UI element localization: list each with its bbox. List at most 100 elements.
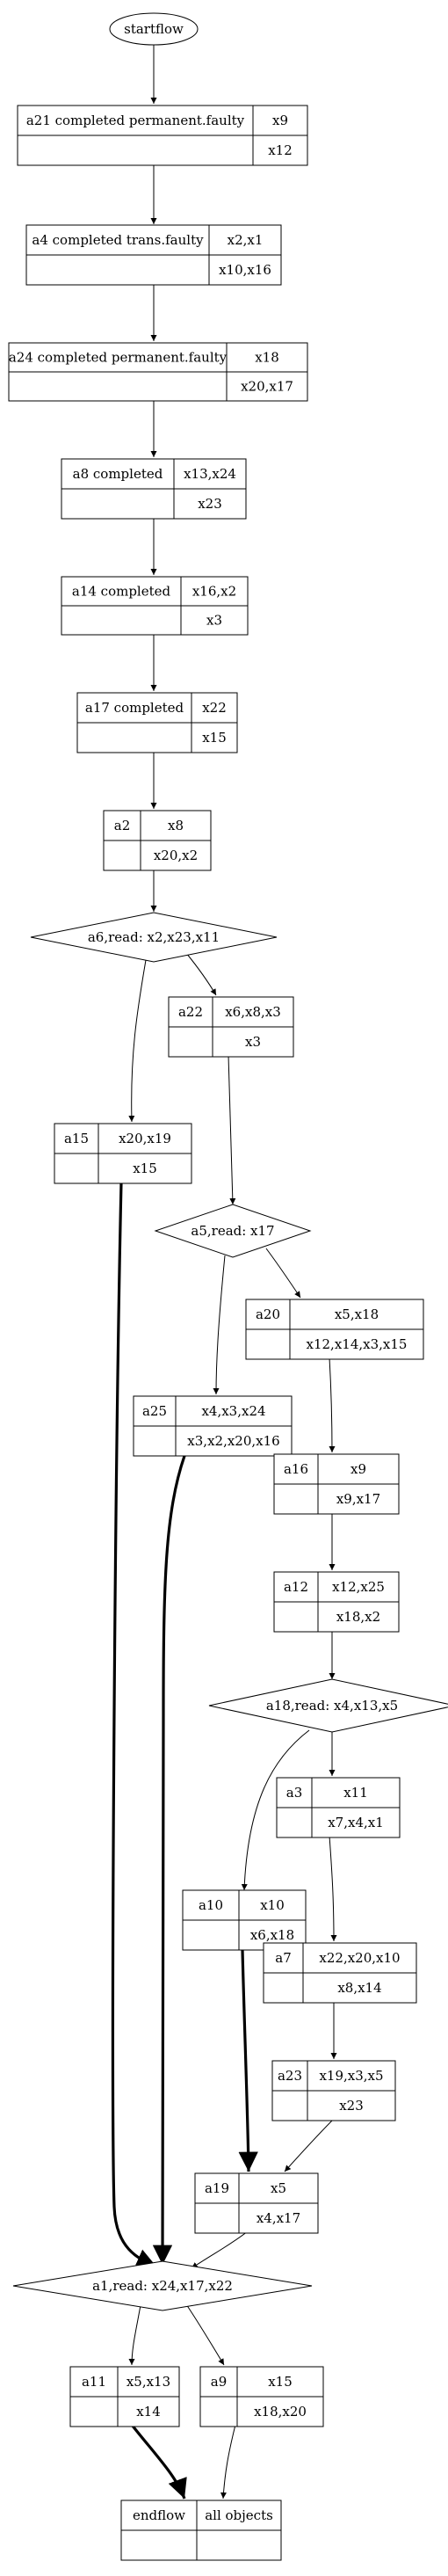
decision-node-a5: a5,read: x17 (154, 1204, 312, 1258)
edge-a11-end (130, 2424, 187, 2500)
task-top-a14: x16,x2 (192, 584, 236, 600)
task-top-a12: x12,x25 (332, 1579, 385, 1595)
task-bottom-a20: x12,x14,x3,x15 (307, 1336, 408, 1352)
task-top-a10: x10 (260, 1897, 285, 1913)
end-objects: all objects (205, 2507, 273, 2523)
task-top-a3: x11 (343, 1785, 368, 1801)
task-label-a15: a15 (64, 1131, 89, 1146)
edge-a20-a16 (329, 1357, 336, 1453)
task-node-a9: a9 x15 x18,x20 (199, 2366, 324, 2427)
task-label-a25: a25 (142, 1403, 167, 1419)
decision-node-a1: a1,read: x24,x17,x22 (12, 2260, 313, 2311)
task-bottom-a17: x15 (202, 730, 227, 746)
task-label-a3: a3 (286, 1785, 303, 1801)
task-top-a20: x5,x18 (335, 1306, 379, 1322)
task-bottom-a14: x3 (206, 613, 222, 629)
edge-a3-a7 (329, 1835, 337, 1942)
task-top-a24: x18 (255, 350, 279, 366)
edge-a6-a22 (185, 952, 217, 996)
task-node-a14: a14 completed x16,x2 x3 (61, 576, 249, 636)
edge-a6-a15 (128, 959, 147, 1123)
task-bottom-a8: x23 (198, 496, 222, 512)
task-label-a22: a22 (178, 1004, 203, 1020)
task-bottom-a7: x8,x14 (337, 1980, 381, 1996)
task-bottom-a22: x3 (245, 1034, 261, 1050)
edge-a9-end (220, 2424, 236, 2500)
task-label-a17: a17 completed (85, 700, 184, 716)
task-top-a15: x20,x19 (119, 1131, 171, 1146)
task-bottom-a21: x12 (268, 142, 293, 158)
edge-a1-a11 (128, 2304, 141, 2366)
task-label-a16: a16 (284, 1461, 308, 1477)
task-node-a7: a7 x22,x20,x10 x8,x14 (263, 1942, 417, 2004)
task-bottom-a15: x15 (133, 1161, 157, 1176)
task-top-a9: x15 (268, 2374, 293, 2390)
task-label-a4: a4 completed trans.faulty (32, 232, 204, 248)
task-node-a22: a22 x6,x8,x3 x3 (168, 996, 294, 1058)
task-bottom-a16: x9,x17 (336, 1491, 380, 1507)
task-label-a7: a7 (275, 1950, 292, 1966)
edge-a25-a1 (152, 1455, 186, 2266)
task-label-a23: a23 (278, 2068, 302, 2084)
edge-a5-a25 (213, 1255, 226, 1395)
task-top-a16: x9 (350, 1461, 366, 1477)
start-label: startflow (124, 21, 184, 37)
task-bottom-a19: x4,x17 (257, 2210, 300, 2226)
edge-a18-a10 (241, 1729, 310, 1891)
edge-a15-a1 (111, 1182, 157, 2268)
edge-a19-a1 (191, 2230, 249, 2269)
task-label-a9: a9 (211, 2374, 228, 2390)
task-top-a22: x6,x8,x3 (225, 1004, 281, 1020)
decision-label-a1: a1,read: x24,x17,x22 (92, 2278, 233, 2294)
edge-a22-a5 (228, 1054, 236, 1205)
edge-a5-a20 (265, 1248, 301, 1299)
end-name: endflow (133, 2507, 185, 2523)
task-top-a11: x5,x13 (126, 2374, 170, 2390)
task-top-a7: x22,x20,x10 (319, 1950, 400, 1966)
task-bottom-a9: x18,x20 (254, 2404, 307, 2420)
task-bottom-a4: x10,x16 (219, 262, 271, 278)
task-label-a11: a11 (82, 2374, 106, 2390)
task-node-a12: a12 x12,x25 x18,x2 (273, 1571, 400, 1633)
start-node: startflow (109, 12, 199, 46)
task-top-a25: x4,x3,x24 (201, 1403, 265, 1419)
task-label-a14: a14 completed (72, 584, 171, 600)
task-label-a20: a20 (256, 1306, 280, 1322)
task-bottom-a24: x20,x17 (241, 379, 293, 395)
task-label-a8: a8 completed (73, 466, 163, 482)
task-node-a3: a3 x11 x7,x4,x1 (276, 1777, 401, 1838)
task-label-a12: a12 (284, 1579, 308, 1595)
task-bottom-a3: x7,x4,x1 (328, 1815, 384, 1830)
task-bottom-a10: x6,x18 (250, 1927, 294, 1943)
task-label-a24: a24 completed permanent.faulty (9, 350, 228, 366)
decision-node-a18: a18,read: x4,x13,x5 (208, 1678, 448, 1733)
task-node-a20: a20 x5,x18 x12,x14,x3,x15 (245, 1299, 424, 1360)
edge-a23-a19 (284, 2118, 335, 2172)
task-top-a2: x8 (168, 818, 184, 833)
task-node-a15: a15 x20,x19 x15 (54, 1123, 192, 1184)
task-bottom-a25: x3,x2,x20,x16 (187, 1433, 279, 1449)
task-top-a8: x13,x24 (184, 466, 236, 482)
decision-label-a6: a6,read: x2,x23,x11 (88, 929, 220, 945)
task-top-a23: x19,x3,x5 (319, 2068, 383, 2084)
task-label-a21: a21 completed permanent.faulty (26, 113, 245, 128)
decision-node-a6: a6,read: x2,x23,x11 (30, 912, 278, 963)
task-node-a25: a25 x4,x3,x24 x3,x2,x20,x16 (133, 1395, 293, 1457)
edge-a10-a19 (238, 1949, 258, 2172)
edges (128, 44, 337, 2500)
task-bottom-a12: x18,x2 (336, 1609, 380, 1625)
decision-label-a18: a18,read: x4,x13,x5 (266, 1698, 398, 1714)
task-node-a24: a24 completed permanent.faulty x18 x20,x17 (8, 342, 308, 402)
task-node-a8: a8 completed x13,x24 x23 (61, 458, 247, 520)
task-label-a19: a19 (205, 2180, 229, 2196)
task-node-a16: a16 x9 x9,x17 (273, 1453, 400, 1515)
task-bottom-a2: x20,x2 (154, 848, 198, 863)
task-top-a4: x2,x1 (228, 232, 264, 248)
